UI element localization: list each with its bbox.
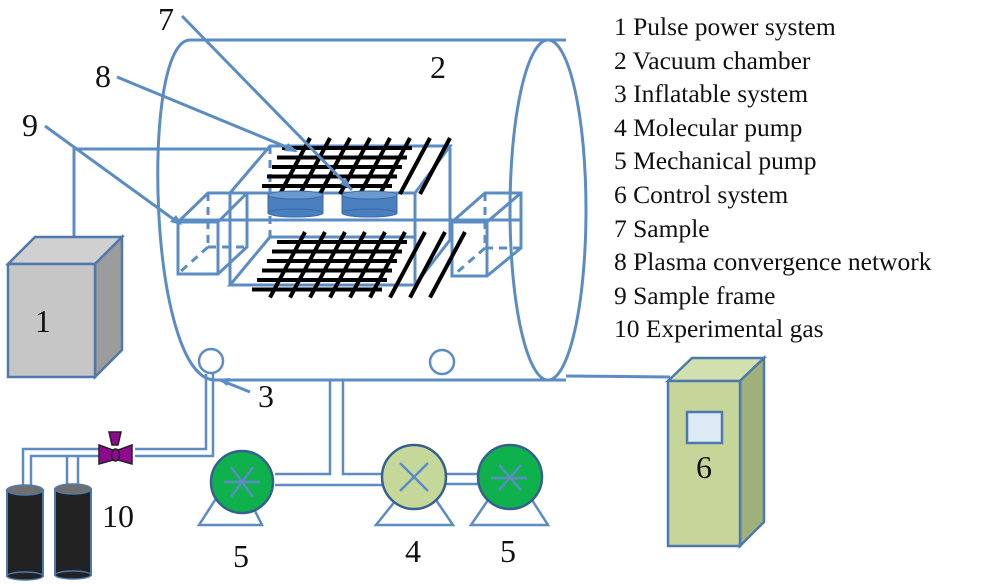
mesh-wire-diagonal (358, 137, 392, 195)
mesh-wire-diagonal (398, 137, 432, 195)
legend-item-7: 7 Sample (614, 213, 710, 243)
mesh-wire-diagonal (418, 137, 452, 195)
legend: 1 Pulse power system 2 Vacuum chamber 3 … (614, 10, 931, 346)
leader-lines (44, 14, 354, 394)
label-6: 6 (696, 449, 712, 485)
label-10: 10 (102, 498, 134, 534)
legend-item-10: 10 Experimental gas (614, 314, 824, 344)
leader-9 (44, 124, 181, 226)
label-4: 4 (405, 533, 421, 569)
plasma-convergence-network-top (262, 137, 452, 195)
mesh-wire-diagonal (278, 137, 312, 195)
control-system (565, 355, 768, 550)
pulse-power-system (4, 233, 126, 381)
label-7: 7 (158, 1, 174, 37)
mesh-wire-diagonal (268, 231, 307, 299)
label-8: 8 (95, 58, 111, 94)
sample-left (267, 190, 324, 218)
plasma-convergence-network-bottom (252, 231, 467, 299)
legend-item-2: 2 Vacuum chamber (614, 45, 811, 75)
mesh-wire-diagonal (388, 231, 427, 299)
valve (98, 431, 133, 465)
gas-cylinder-right (54, 483, 92, 580)
label-2: 2 (430, 49, 446, 85)
legend-item-5: 5 Mechanical pump (614, 146, 817, 176)
mesh-wire-diagonal (408, 231, 447, 299)
mesh-wire-diagonal (308, 231, 347, 299)
samples (267, 190, 398, 218)
mesh-wire-diagonal (378, 137, 412, 195)
leader-7 (180, 14, 354, 192)
molecular-pump (373, 443, 456, 527)
power-wiring (72, 147, 270, 237)
label-5-left: 5 (233, 538, 249, 574)
vacuum-chamber (156, 38, 588, 382)
legend-item-6: 6 Control system (614, 179, 789, 209)
sample-right (341, 190, 398, 218)
mesh-wire-diagonal (428, 231, 467, 299)
mesh-wire-diagonal (348, 231, 387, 299)
label-3: 3 (258, 378, 274, 414)
mesh-wire-diagonal (298, 137, 332, 195)
mesh-wire-diagonal (368, 231, 407, 299)
leader-8 (116, 75, 297, 153)
mesh-wire-diagonal (328, 231, 367, 299)
gas-piping (21, 374, 215, 486)
experimental-gas-cylinders (6, 483, 92, 581)
control-display (685, 410, 724, 445)
sample-frame (175, 144, 523, 287)
mesh-wire-diagonal (318, 137, 352, 195)
label-1: 1 (35, 303, 51, 339)
legend-item-9: 9 Sample frame (614, 280, 776, 310)
label-5-right: 5 (500, 533, 516, 569)
label-9: 9 (22, 107, 38, 143)
vacuum-piping (275, 381, 480, 487)
inflatable-port (197, 347, 225, 375)
legend-item-8: 8 Plasma convergence network (614, 247, 932, 277)
mesh-wire-diagonal (288, 231, 327, 299)
gas-cylinder-left (6, 484, 44, 581)
mechanical-pump-left (196, 449, 275, 527)
legend-item-3: 3 Inflatable system (614, 79, 809, 109)
mechanical-pump-right (468, 443, 551, 527)
legend-item-4: 4 Molecular pump (614, 112, 803, 142)
chamber-port (428, 348, 456, 376)
legend-item-1: 1 Pulse power system (614, 12, 836, 41)
